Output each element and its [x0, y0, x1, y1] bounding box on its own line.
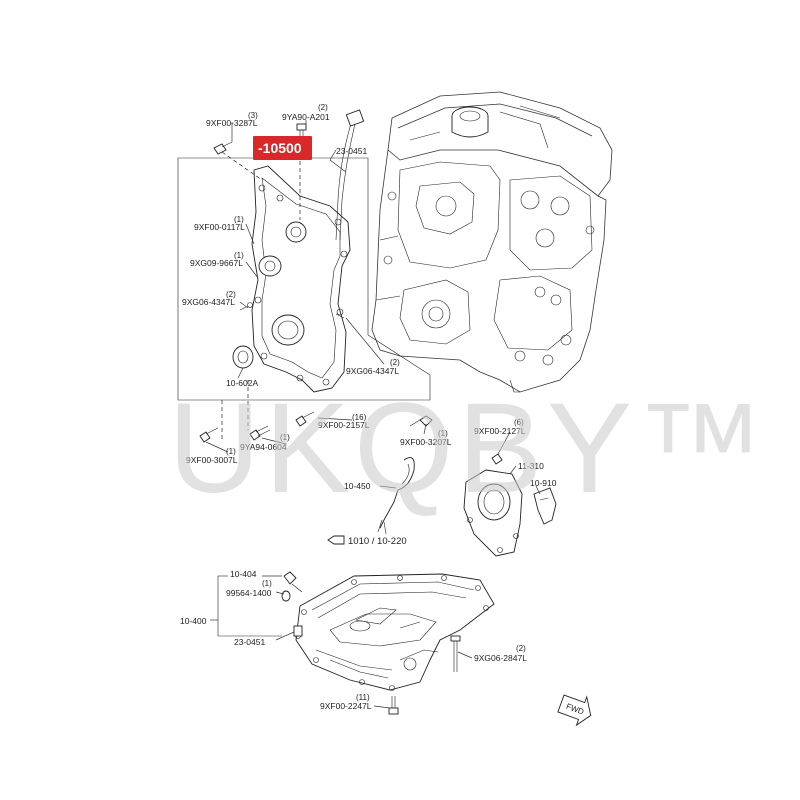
part-label-9xf00-2127l: 9XF00-2127L [474, 426, 526, 436]
part-label-9xf00-3007l: 9XF00-3007L [186, 455, 238, 465]
qty-p8: (2) [390, 358, 400, 367]
reference-arrow-icon [327, 535, 345, 545]
highlighted-part-number: -10500 [258, 140, 302, 156]
part-label-9xg06-4347l-a: 9XG06-4347L [182, 297, 235, 307]
oil-pan [217, 571, 495, 715]
part-label-11-310: 11-310 [518, 461, 544, 471]
qty-p5: (1) [234, 251, 244, 260]
qty-p4: (1) [234, 215, 244, 224]
fwd-arrow-icon: FWD [557, 694, 592, 727]
part-label-9xf00-3207l: 9XF00-3207L [400, 437, 452, 447]
part-label-10-910: 10-910 [530, 478, 557, 488]
part-label-9ya94-0604: 9YA94-0604 [240, 442, 287, 452]
front-cover-group [177, 140, 431, 440]
part-label-9ya90-a201: 9YA90-A201 [282, 112, 330, 122]
part-label-9xg09-9667l: 9XG09-9667L [190, 258, 243, 268]
qty-p1: (3) [248, 111, 258, 120]
qty-p21: (2) [516, 644, 526, 653]
qty-p9: (16) [352, 413, 367, 422]
part-label-10-450: 10-450 [344, 481, 371, 491]
part-label-9xg06-4347l-b: 9XG06-4347L [346, 366, 399, 376]
lower-bolts [199, 411, 433, 443]
qty-p13: (6) [514, 418, 524, 427]
engine-block [371, 91, 613, 393]
part-label-99564-1400: 99564-1400 [226, 588, 272, 598]
part-label-10-404: 10-404 [230, 569, 257, 579]
part-labels: (3) 9XF00-3287L (2) 9YA90-A201 23-0451 (… [180, 103, 557, 711]
qty-p6: (2) [226, 290, 236, 299]
part-label-23-0451-b: 23-0451 [234, 637, 265, 647]
qty-p2: (2) [318, 103, 328, 112]
part-label-9xg06-2847l: 9XG06-2847L [474, 653, 527, 663]
part-label-9xf00-0117l: 9XF00-0117L [194, 222, 245, 232]
qty-p18: (1) [262, 579, 272, 588]
top-bolt-9xf00-3287l [213, 141, 233, 155]
reference-label: 1010 / 10-220 [348, 536, 407, 547]
rear-seal-housing-11-310 [463, 453, 523, 557]
part-label-10-400: 10-400 [180, 616, 207, 626]
highlight-box [253, 136, 312, 160]
watermark-text: UKQBY™ [168, 377, 768, 520]
part-label-9xf00-2247l: 9XF00-2247L [320, 701, 372, 711]
highlighted-part-badge[interactable]: -10500 [253, 136, 312, 160]
part-label-9xf00-3287l: 9XF00-3287L [206, 118, 258, 128]
dipstick-10-450 [377, 457, 415, 535]
sensor-wire [335, 109, 365, 241]
gasket-10-910 [533, 487, 557, 525]
part-label-10-602a: 10-602A [226, 378, 258, 388]
qty-p12: (1) [280, 433, 290, 442]
qty-p10: (1) [438, 429, 448, 438]
part-label-23-0451: 23-0451 [336, 146, 367, 156]
leader-lines [205, 120, 541, 709]
qty-p22: (11) [356, 693, 370, 702]
part-label-9xf00-2157l: 9XF00-2157L [318, 420, 370, 430]
qty-p11: (1) [226, 447, 236, 456]
